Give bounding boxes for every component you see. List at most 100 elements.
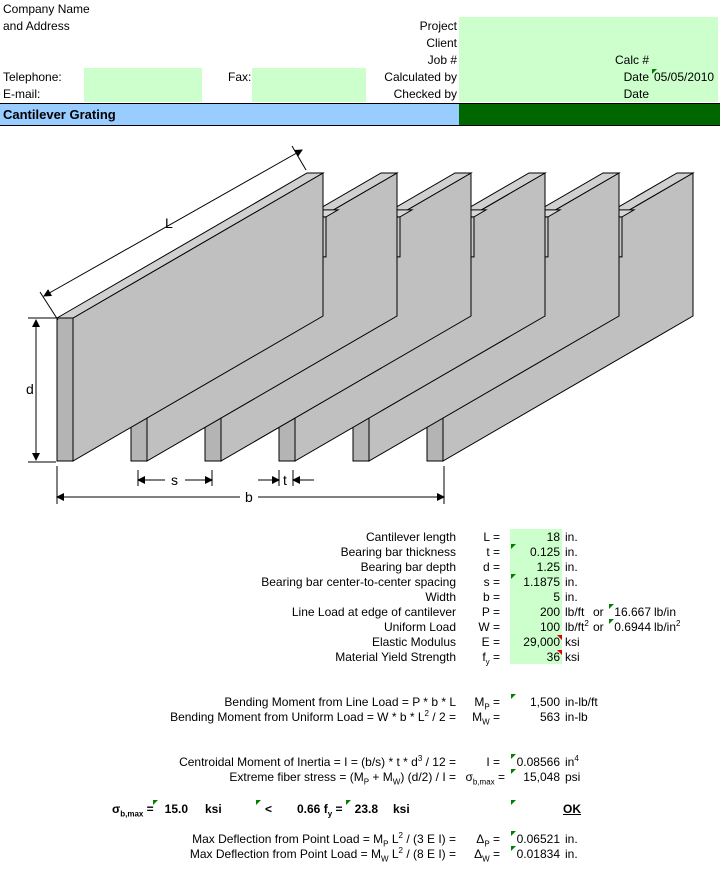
input-cells[interactable]: [510, 529, 562, 664]
comment-marker: [652, 69, 658, 75]
input-label: Bearing bar thickness: [340, 545, 456, 559]
alt-value: 16.667: [614, 605, 651, 619]
inertia-value: 0.08566: [516, 755, 560, 769]
input-symbol: s =: [483, 575, 500, 589]
comment-marker: [511, 800, 517, 806]
grating-diagram: L d s t b: [26, 145, 695, 505]
input-value[interactable]: 18: [546, 530, 560, 544]
dw-symbol: ΔW =: [474, 847, 500, 864]
input-label: Elastic Modulus: [371, 635, 456, 649]
input-symbol: E =: [481, 635, 500, 649]
input-symbol: fy =: [482, 650, 500, 667]
comment-marker: [511, 846, 517, 852]
label-L: L: [165, 215, 173, 231]
label-t: t: [283, 472, 287, 488]
check-allow-factor: 0.66 fy =: [297, 802, 343, 819]
input-unit: in.: [565, 575, 578, 589]
input-unit: in.: [565, 545, 578, 559]
dp-symbol: ΔP =: [476, 832, 500, 849]
comment-marker: [511, 754, 517, 760]
dp-unit: in.: [565, 832, 578, 846]
input-symbol: P =: [481, 605, 500, 619]
or-label: or: [593, 620, 604, 634]
client-label: Client: [426, 36, 457, 50]
dp-formula: Max Deflection from Point Load = MP L2 /…: [192, 831, 456, 849]
input-value[interactable]: 100: [539, 620, 560, 634]
comment-marker: [511, 544, 517, 550]
dim-line-L: [43, 149, 303, 297]
input-label: Width: [425, 590, 456, 604]
input-label: Bearing bar center-to-center spacing: [261, 575, 456, 589]
mw-value: 563: [539, 710, 560, 724]
telephone-label: Telephone:: [3, 70, 62, 84]
input-value[interactable]: 36: [546, 650, 560, 664]
check-sigma-unit: ksi: [205, 802, 222, 816]
input-unit: in.: [565, 530, 578, 544]
inertia-symbol: I =: [486, 755, 500, 769]
alt-value: 0.6944: [614, 620, 651, 634]
comment-marker: [511, 831, 517, 837]
stress-value: 15,048: [523, 770, 560, 784]
mw-formula: Bending Moment from Uniform Load = W * b…: [170, 709, 456, 725]
date-value[interactable]: 05/05/2010: [654, 70, 715, 84]
input-unit: in.: [565, 560, 578, 574]
input-unit: lb/ft2: [565, 619, 589, 635]
fax-field[interactable]: [252, 68, 366, 102]
project-label: Project: [419, 19, 457, 33]
checked-by-label: Checked by: [393, 87, 457, 101]
label-b: b: [245, 489, 253, 505]
input-symbol: t =: [486, 545, 500, 559]
title-bar-label-area: Cantilever Grating: [0, 104, 459, 125]
title-bar-accent: [459, 104, 720, 125]
comment-marker: [511, 769, 517, 775]
comment-indicator: [557, 650, 562, 655]
check-sigma-value: 15.0: [164, 802, 188, 816]
input-unit: ksi: [565, 650, 580, 664]
label-d: d: [26, 381, 34, 397]
company-name: Company Name: [3, 2, 90, 16]
mw-symbol: MW =: [472, 710, 500, 727]
or-label: or: [593, 605, 604, 619]
stress-symbol: σb,max =: [465, 770, 505, 787]
project-fields[interactable]: [459, 17, 718, 102]
comment-indicator: [557, 635, 562, 640]
alt-unit: lb/in2: [654, 619, 681, 635]
input-unit: in.: [565, 590, 578, 604]
input-value[interactable]: 1.25: [536, 560, 560, 574]
inertia-formula: Centroidal Moment of Inertia = I = (b/s)…: [179, 754, 456, 770]
input-value[interactable]: 0.125: [529, 545, 560, 559]
comment-marker: [346, 800, 352, 806]
label-s: s: [171, 472, 178, 488]
dw-unit: in.: [565, 847, 578, 861]
telephone-field[interactable]: [84, 68, 202, 102]
inertia-unit: in4: [565, 754, 579, 770]
input-unit: ksi: [565, 635, 580, 649]
input-label: Uniform Load: [383, 620, 456, 634]
check-result: OK: [563, 802, 581, 816]
calc-number-label: Calc #: [614, 53, 649, 67]
mp-symbol: MP =: [474, 695, 500, 712]
check-allow-value: 23.8: [354, 802, 378, 816]
dw-formula: Max Deflection from Point Load = MW L2 /…: [189, 846, 456, 864]
comment-marker: [153, 800, 159, 806]
input-value[interactable]: 200: [539, 605, 560, 619]
comment-marker: [511, 574, 517, 580]
input-label: Bearing bar depth: [360, 560, 456, 574]
check-allow-unit: ksi: [393, 802, 410, 816]
stress-formula: Extreme fiber stress = (MP + MW) (d/2) /…: [229, 770, 456, 787]
mp-unit: in-lb/ft: [565, 695, 598, 709]
input-label: Line Load at edge of cantilever: [291, 605, 456, 619]
job-label: Job #: [427, 53, 457, 67]
comment-marker: [256, 800, 262, 806]
fax-label: Fax:: [228, 70, 252, 84]
input-value[interactable]: 1.1875: [523, 575, 560, 589]
comment-marker: [609, 619, 615, 625]
alt-unit: lb/in: [654, 605, 677, 619]
mp-value: 1,500: [529, 695, 560, 709]
comment-marker: [609, 604, 615, 610]
input-value[interactable]: 5: [553, 590, 560, 604]
input-symbol: L =: [483, 530, 500, 544]
mw-unit: in-lb: [565, 710, 588, 724]
dp-value: 0.06521: [516, 832, 560, 846]
input-value[interactable]: 29,000: [523, 635, 560, 649]
